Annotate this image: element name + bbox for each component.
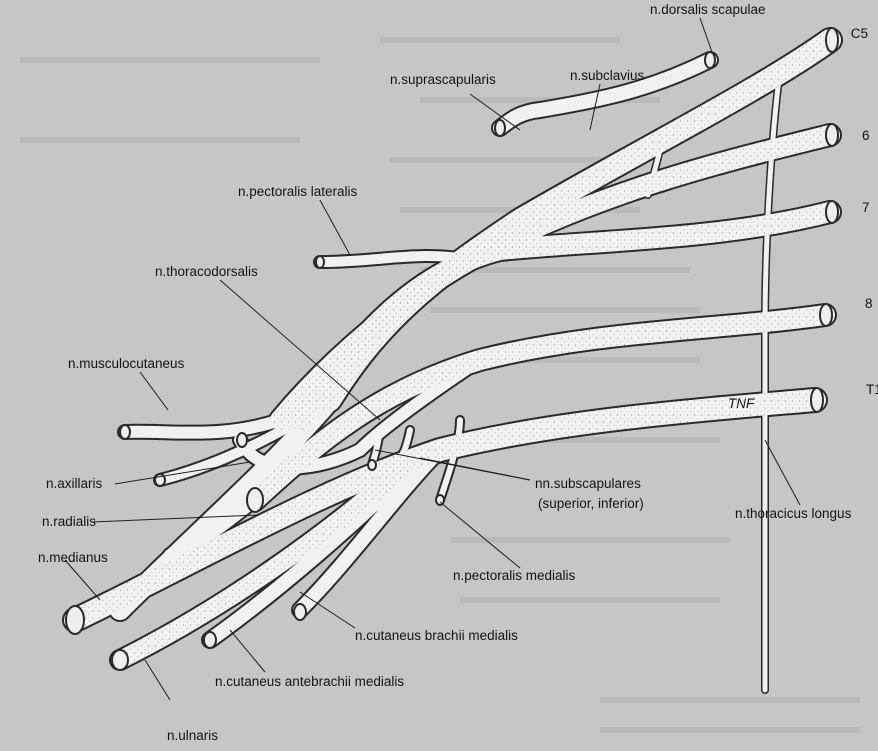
label-subscapulares-sub: (superior, inferior) xyxy=(538,496,644,511)
label-medianus: n.medianus xyxy=(38,550,108,565)
label-dorsalis-scapulae: n.dorsalis scapulae xyxy=(650,2,766,17)
label-thoracodorsalis: n.thoracodorsalis xyxy=(155,264,258,279)
label-suprascapularis: n.suprascapularis xyxy=(390,72,496,87)
label-root-c5: C5 xyxy=(851,26,868,41)
label-cutaneus-brachii: n.cutaneus brachii medialis xyxy=(355,628,518,643)
label-ulnaris: n.ulnaris xyxy=(167,728,218,743)
label-axillaris: n.axillaris xyxy=(46,476,103,491)
label-cutaneus-antebrachii: n.cutaneus antebrachii medialis xyxy=(215,674,404,689)
label-subscapulares: nn.subscapulares xyxy=(535,476,641,491)
label-pectoralis-lateralis: n.pectoralis lateralis xyxy=(238,184,358,199)
label-pectoralis-medialis: n.pectoralis medialis xyxy=(453,568,576,583)
label-root-7: 7 xyxy=(862,200,870,215)
label-thoracicus-longus: n.thoracicus longus xyxy=(735,506,852,521)
label-root-t1: T1 xyxy=(866,382,878,397)
label-root-6: 6 xyxy=(862,128,870,143)
artist-initials: TNF xyxy=(728,396,755,411)
label-subclavius: n.subclavius xyxy=(570,68,645,83)
label-root-8: 8 xyxy=(865,296,873,311)
label-musculocutaneus: n.musculocutaneus xyxy=(68,356,185,371)
label-radialis: n.radialis xyxy=(42,514,96,529)
